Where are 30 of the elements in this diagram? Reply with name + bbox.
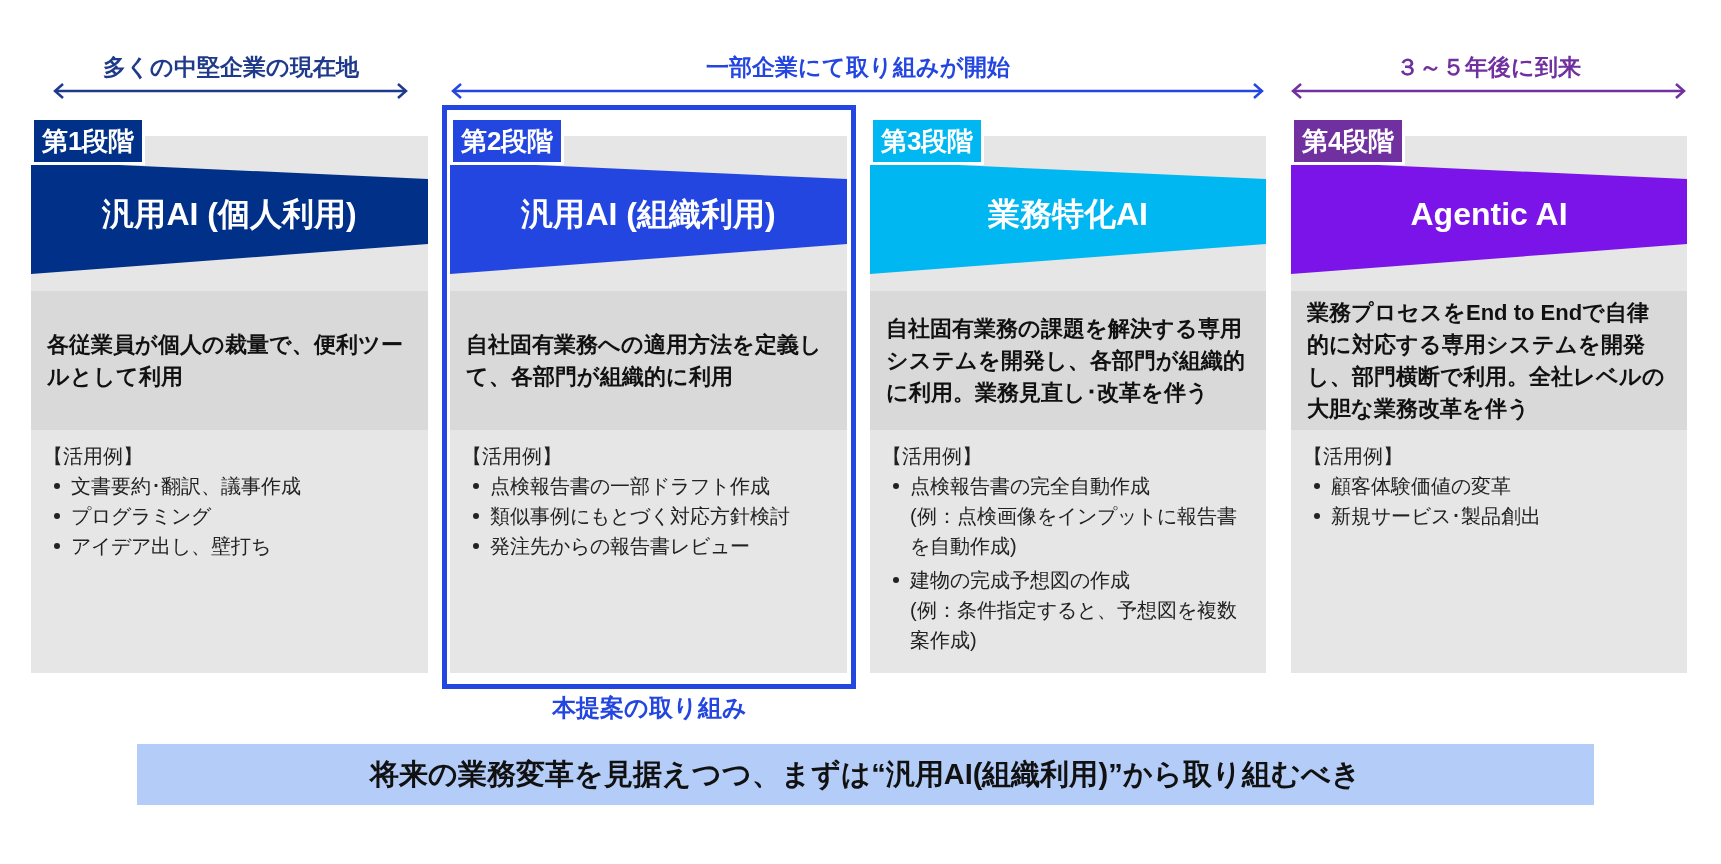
example-item: 発注先からの報告書レビュー xyxy=(490,534,750,559)
description-text: 業務プロセスをEnd to Endで自律的に対応する専用システムを開発し、部門横断で利用。全社レベルの大胆な業務改革を伴う xyxy=(1307,298,1666,423)
example-item: 類似事例にもとづく対応方針検討 xyxy=(490,504,790,529)
conclusion-text: 将来の業務変革を見据えつつ、まずは“汎用AI(組織利用)”から取り組むべき xyxy=(370,756,1361,793)
example-item: アイデア出し、壁打ち xyxy=(71,534,271,559)
span-label: ３～５年後に到来 xyxy=(1396,53,1581,82)
examples-heading: 【活用例】 xyxy=(1303,444,1403,469)
example-item: 点検報告書の一部ドラフト作成 xyxy=(490,474,770,499)
example-item: プログラミング xyxy=(71,504,211,529)
stage-badge: 第2段階 xyxy=(450,117,565,165)
examples-heading: 【活用例】 xyxy=(43,444,143,469)
examples-heading: 【活用例】 xyxy=(462,444,562,469)
conclusion-banner xyxy=(137,744,1594,805)
stage-badge: 第3段階 xyxy=(870,117,985,165)
frame-caption: 本提案の取り組み xyxy=(551,693,747,723)
example-item: 文書要約･翻訳、議事作成 xyxy=(71,474,301,499)
span-label: 一部企業にて取り組みが開始 xyxy=(705,53,1010,82)
description-text: 自社固有業務の課題を解決する専用システムを開発し、各部門が組織的に利用。業務見直し･改革を伴う xyxy=(886,314,1246,407)
stage-badge: 第1段階 xyxy=(31,117,146,165)
span-label: 多くの中堅企業の現在地 xyxy=(102,53,359,82)
example-note: (例：条件指定すると、予想図を複数案作成) xyxy=(910,598,1238,653)
example-item: 建物の完成予想図の作成 xyxy=(910,568,1130,593)
stage-badge: 第4段階 xyxy=(1291,117,1406,165)
example-item: 顧客体験価値の変革 xyxy=(1331,474,1511,499)
example-item: 点検報告書の完全自動作成 xyxy=(910,474,1150,499)
example-item: 新規サービス･製品創出 xyxy=(1331,504,1541,529)
examples-heading: 【活用例】 xyxy=(882,444,982,469)
description-text: 自社固有業務への適用方法を定義して、各部門が組織的に利用 xyxy=(466,330,823,391)
example-note: (例：点検画像をインプットに報告書を自動作成) xyxy=(910,504,1238,559)
description-text: 各従業員が個人の裁量で、便利ツールとして利用 xyxy=(47,330,404,391)
